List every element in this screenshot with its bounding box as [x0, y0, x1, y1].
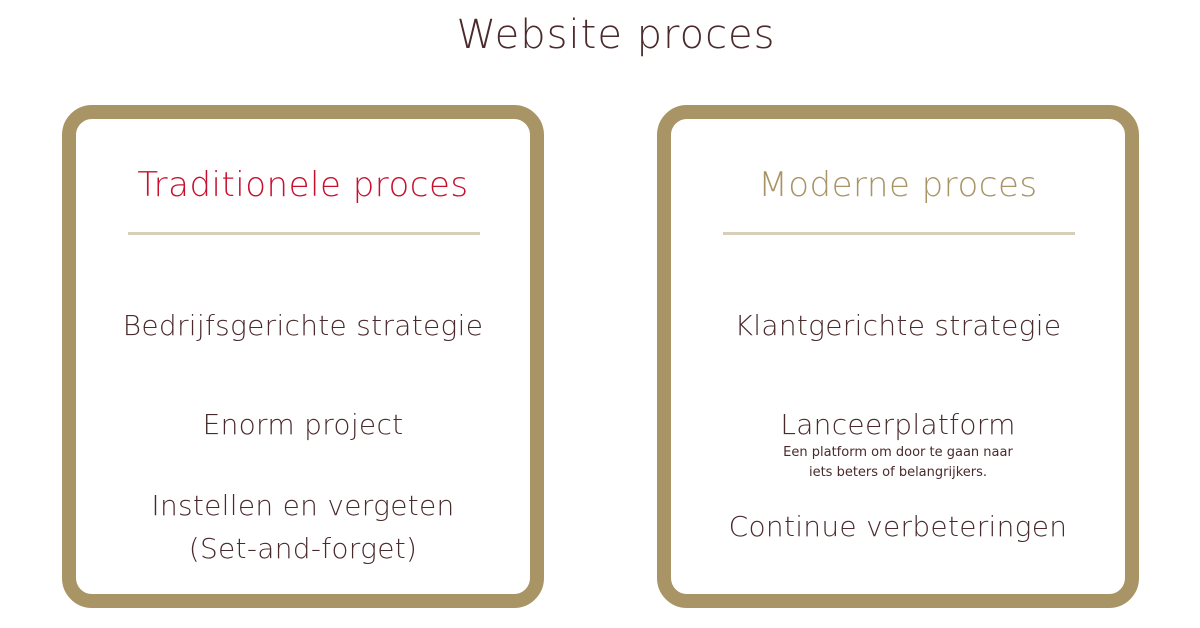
- traditional-process-card: Traditionele proces Bedrijfsgerichte str…: [62, 105, 544, 608]
- modern-process-card: Moderne proces Klantgerichte strategie L…: [657, 105, 1139, 608]
- note-line-1: Een platform om door te gaan naar: [783, 445, 1013, 460]
- modern-item-strategy: Klantgerichte strategie: [734, 309, 1062, 342]
- traditional-item-set-and-forget: Instellen en vergeten: [151, 489, 455, 522]
- modern-item-launch-platform-note: Een platform om door te gaan naar iets b…: [671, 443, 1125, 483]
- modern-process-heading: Moderne proces: [758, 165, 1038, 205]
- modern-divider: [723, 232, 1075, 235]
- page-title: Website proces: [456, 12, 776, 58]
- traditional-item-project: Enorm project: [202, 408, 404, 441]
- modern-item-launch-platform: Lanceerplatform: [780, 408, 1016, 441]
- traditional-item-set-and-forget-en: (Set-and-forget): [188, 532, 418, 565]
- traditional-process-heading: Traditionele proces: [137, 165, 469, 205]
- modern-item-continuous-improvements: Continue verbeteringen: [728, 510, 1068, 543]
- traditional-item-strategy: Bedrijfsgerichte strategie: [122, 309, 484, 342]
- note-line-2: iets beters of belangrijkers.: [808, 465, 988, 480]
- traditional-divider: [128, 232, 480, 235]
